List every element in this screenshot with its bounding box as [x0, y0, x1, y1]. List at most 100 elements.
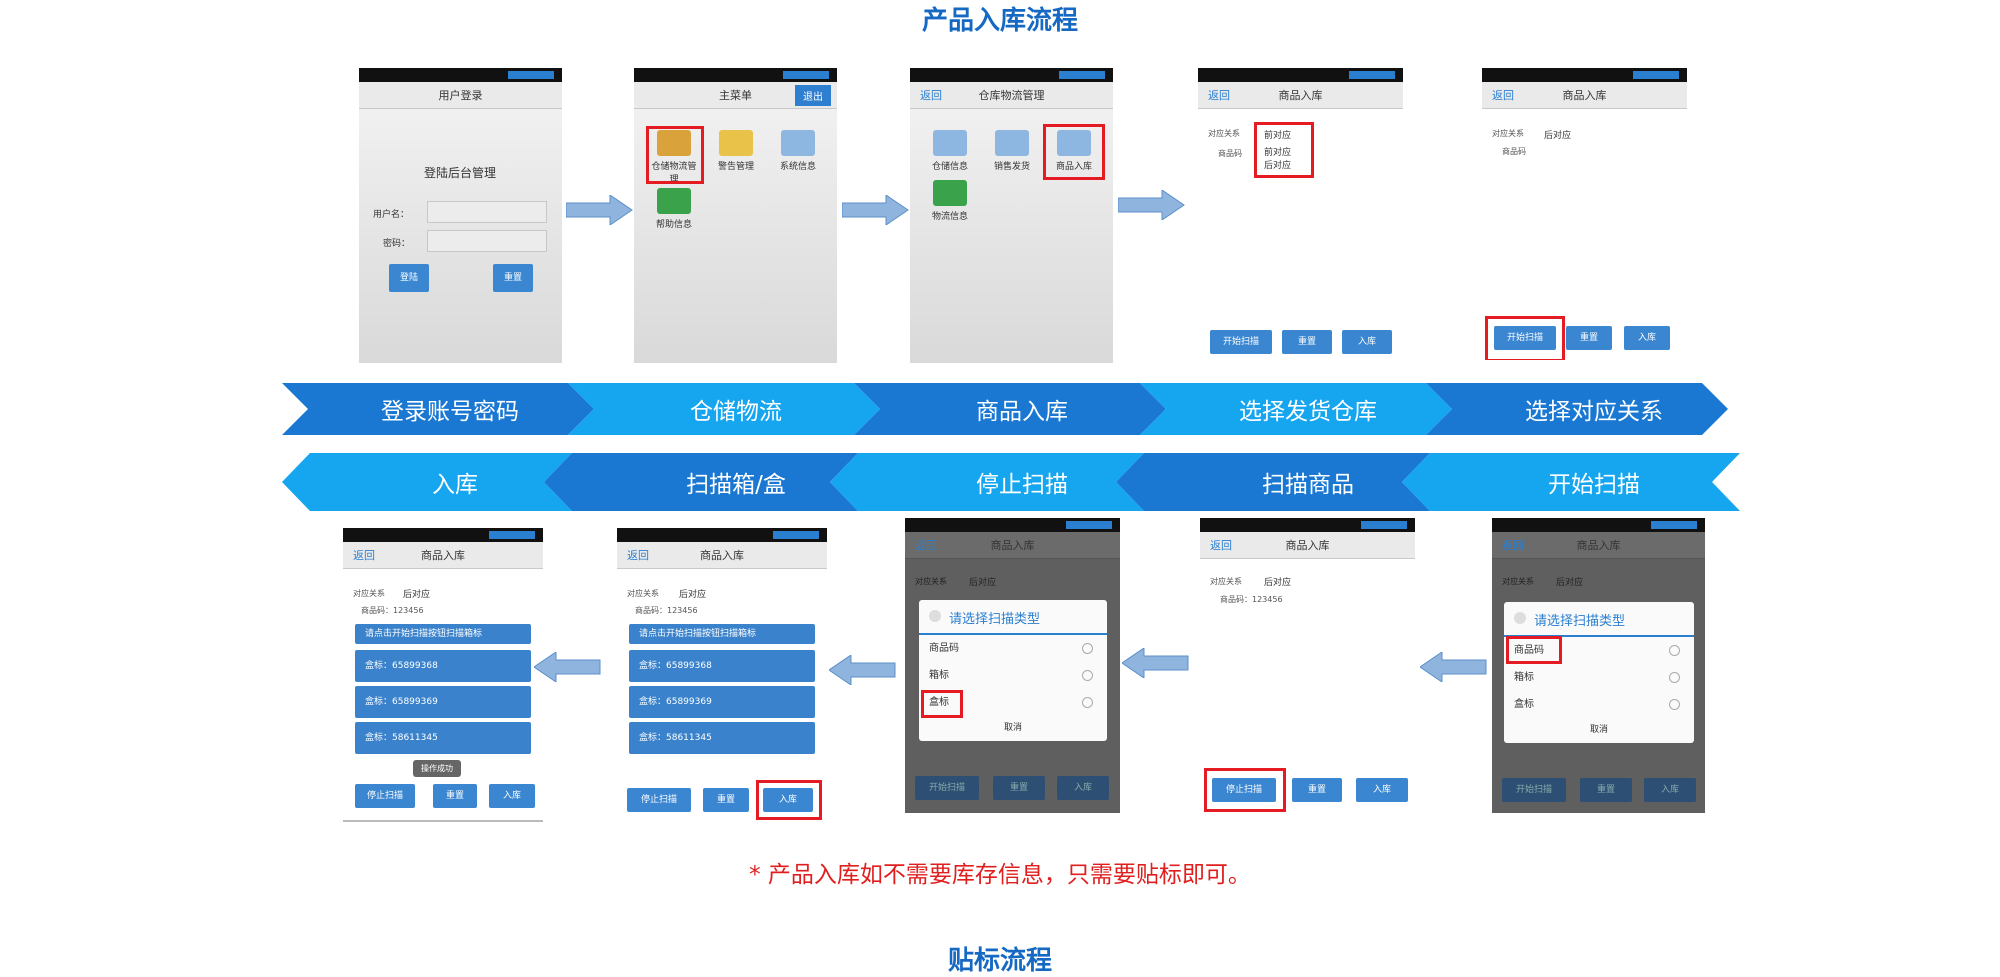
help-person-icon: [657, 188, 691, 214]
back-button[interactable]: 返回: [920, 89, 942, 102]
login-heading: 登陆后台管理: [424, 166, 497, 180]
highlight-box: [646, 126, 704, 184]
option-case-label[interactable]: 箱标: [919, 662, 1107, 689]
menu-item-warehouse[interactable]: 仓储物流管理: [648, 130, 700, 185]
dialog-title: 请选择扫描类型: [919, 600, 1107, 635]
reset-button[interactable]: 重置: [433, 784, 477, 808]
stop-scan-button[interactable]: 停止扫描: [1212, 778, 1276, 802]
relation-select[interactable]: 前对应: [1264, 131, 1292, 141]
back-button[interactable]: 返回: [353, 549, 375, 562]
list-item: 盒标：65899369: [629, 686, 815, 718]
menu-item-sales[interactable]: 销售发货: [986, 130, 1038, 172]
relation-select[interactable]: 后对应: [1556, 578, 1584, 588]
left-arrow-icon: [534, 652, 601, 682]
stop-scan-button[interactable]: 停止扫描: [355, 784, 415, 808]
start-scan-button[interactable]: 开始扫描: [915, 776, 979, 800]
start-scan-button[interactable]: 开始扫描: [1494, 326, 1556, 350]
reset-button[interactable]: 重置: [993, 776, 1045, 800]
inbound-button[interactable]: 入库: [1644, 778, 1696, 802]
scan-type-dialog: 请选择扫描类型 商品码 箱标 盒标 取消: [919, 600, 1107, 741]
relation-select[interactable]: 后对应: [1544, 131, 1572, 141]
step-store: 入库: [432, 472, 478, 498]
inbound-button[interactable]: 入库: [1356, 778, 1408, 802]
cancel-button[interactable]: 取消: [1589, 725, 1608, 735]
reset-button[interactable]: 重置: [493, 264, 533, 292]
back-button[interactable]: 返回: [1208, 89, 1230, 102]
username-field[interactable]: [427, 201, 547, 223]
highlight-box: [1485, 316, 1565, 360]
password-field[interactable]: [427, 230, 547, 252]
option-goods-code[interactable]: 商品码: [1504, 637, 1694, 664]
menu-item-warning[interactable]: 警告管理: [710, 130, 762, 172]
code-label: 商品码：123456: [635, 606, 698, 615]
scan-type-screen-a: 返回商品入库 对应关系 后对应 请选择扫描类型 商品码 箱标 盒标 取消 开始扫…: [905, 518, 1120, 813]
start-scan-button[interactable]: 开始扫描: [1502, 778, 1566, 802]
pencil-icon: [719, 130, 753, 156]
start-scan-button[interactable]: 开始扫描: [1210, 330, 1272, 354]
menu-item-logistics[interactable]: 物流信息: [924, 180, 976, 222]
main-menu-screen: 主菜单 退出 仓储物流管理 警告管理 系统信息 帮助信息: [634, 68, 837, 363]
menu-item-help[interactable]: 帮助信息: [648, 188, 700, 230]
footnote: * 产品入库如不需要库存信息，只需要贴标即可。: [749, 862, 1251, 888]
inbound-button[interactable]: 入库: [763, 788, 813, 812]
relation-select[interactable]: 后对应: [403, 590, 431, 600]
step-start-scan: 开始扫描: [1548, 472, 1640, 498]
nav-title: 商品入库: [421, 549, 465, 562]
reset-button[interactable]: 重置: [1282, 330, 1332, 354]
scan-prompt: 请点击开始扫描按钮扫描箱标: [629, 624, 815, 644]
left-arrow-icon: [1122, 648, 1189, 678]
relation-label: 对应关系: [1210, 577, 1242, 586]
highlight-box: [921, 690, 963, 718]
option-box-label[interactable]: 盒标: [1504, 691, 1694, 718]
login-button[interactable]: 登陆: [389, 264, 429, 292]
back-button[interactable]: 返回: [1502, 539, 1524, 552]
reset-button[interactable]: 重置: [1580, 778, 1632, 802]
menu-item-storage-info[interactable]: 仓储信息: [924, 130, 976, 172]
cancel-button[interactable]: 取消: [1003, 723, 1022, 733]
nav-title: 主菜单: [719, 89, 752, 102]
menu-item-system[interactable]: 系统信息: [772, 130, 824, 172]
list-item: 盒标：65899369: [355, 686, 531, 718]
inbound-button[interactable]: 入库: [1624, 326, 1670, 350]
reset-button[interactable]: 重置: [1292, 778, 1342, 802]
option-front[interactable]: 前对应: [1264, 148, 1292, 158]
code-label: 商品码: [1502, 147, 1526, 156]
warehouse-screen: 返回 仓库物流管理 仓储信息 销售发货 商品入库 物流信息: [910, 68, 1113, 363]
relation-select[interactable]: 后对应: [969, 578, 997, 588]
stop-scan-button[interactable]: 停止扫描: [627, 788, 691, 812]
back-button[interactable]: 返回: [915, 539, 937, 552]
option-box-label[interactable]: 盒标: [919, 689, 1107, 716]
option-back[interactable]: 后对应: [1264, 161, 1292, 171]
scan-box-screen: 返回商品入库 对应关系 后对应 商品码：123456 请点击开始扫描按钮扫描箱标…: [617, 528, 827, 820]
relation-label: 对应关系: [353, 589, 385, 598]
highlight-box: [1204, 768, 1286, 812]
option-case-label[interactable]: 箱标: [1504, 664, 1694, 691]
toast-message: 操作成功: [413, 760, 461, 777]
relation-label: 对应关系: [1492, 129, 1524, 138]
step-scan-box: 扫描箱/盒: [686, 472, 786, 498]
scan-prompt: 请点击开始扫描按钮扫描箱标: [355, 624, 531, 644]
relation-select[interactable]: 后对应: [1264, 578, 1292, 588]
list-item: 盒标：58611345: [355, 722, 531, 754]
step-storage: 仓储物流: [690, 399, 782, 425]
reset-button[interactable]: 重置: [703, 788, 749, 812]
nav-title: 商品入库: [1562, 89, 1607, 102]
back-button[interactable]: 返回: [627, 549, 649, 562]
warehouse-icon: [657, 130, 691, 156]
back-button[interactable]: 返回: [1210, 539, 1232, 552]
inbound-button[interactable]: 入库: [1342, 330, 1392, 354]
inbound-button[interactable]: 入库: [1057, 776, 1109, 800]
nav-title: 商品入库: [700, 549, 744, 562]
reset-button[interactable]: 重置: [1566, 326, 1612, 350]
menu-item-inbound[interactable]: 商品入库: [1048, 130, 1100, 172]
book-icon: [995, 130, 1029, 156]
option-goods-code[interactable]: 商品码: [919, 635, 1107, 662]
nav-title: 仓库物流管理: [978, 89, 1045, 102]
logout-button[interactable]: 退出: [795, 85, 831, 106]
back-button[interactable]: 返回: [1492, 89, 1514, 102]
inbound-button[interactable]: 入库: [489, 784, 535, 808]
highlight-box: [1043, 124, 1105, 180]
scan-type-dialog: 请选择扫描类型 商品码 箱标 盒标 取消: [1504, 602, 1694, 743]
login-screen: 用户登录 登陆后台管理 用户名： 密码： 登陆 重置: [359, 68, 562, 363]
relation-select[interactable]: 后对应: [679, 590, 707, 600]
